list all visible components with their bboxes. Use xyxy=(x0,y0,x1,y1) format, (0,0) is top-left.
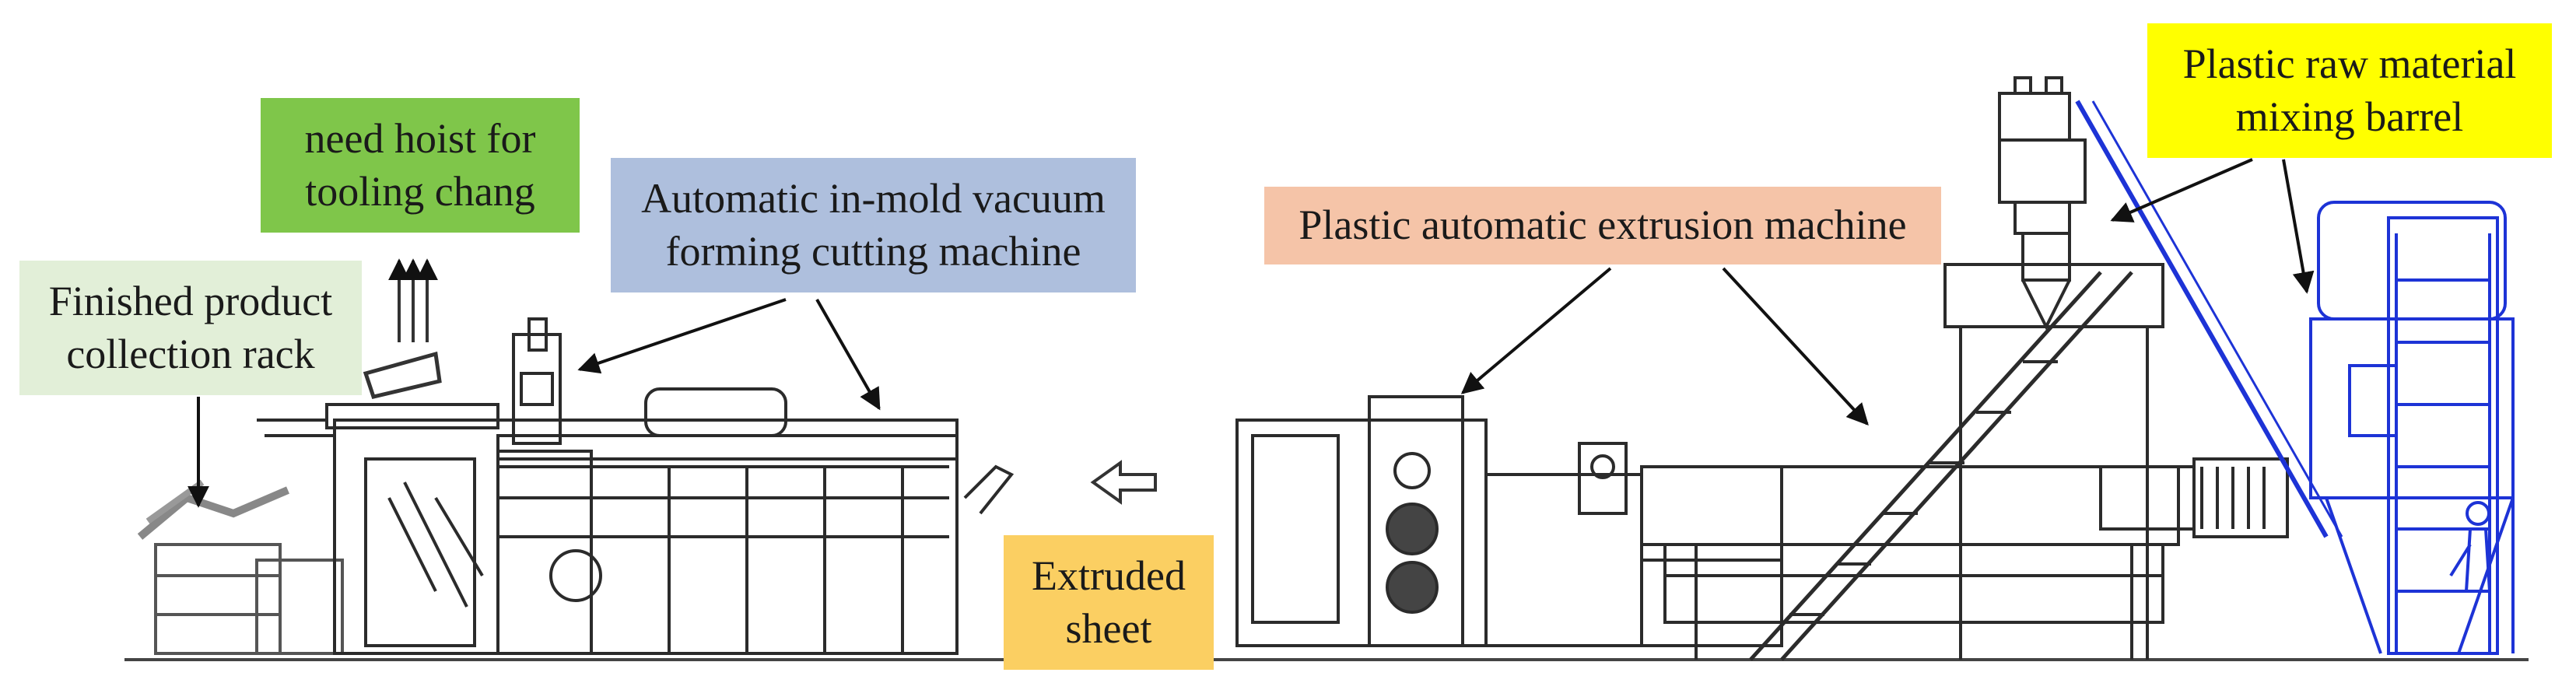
pointer-arrows xyxy=(188,158,2315,508)
vacuum-forming-label: Automatic in-mold vacuum forming cutting… xyxy=(611,158,1136,292)
mixing-barrel-label-text: Plastic raw material mixing barrel xyxy=(2182,40,2517,140)
collection-rack-label: Finished product collection rack xyxy=(19,261,362,395)
mixing-barrel-label: Plastic raw material mixing barrel xyxy=(2147,23,2552,158)
collection-rack xyxy=(137,479,344,655)
arrow-mixing-down xyxy=(2282,159,2315,294)
hoist-label: need hoist for tooling chang xyxy=(261,98,580,233)
vacuum-forming-machine xyxy=(257,317,1015,655)
extruded-sheet-label-text: Extruded sheet xyxy=(1032,552,1186,652)
vacuum-forming-label-text: Automatic in-mold vacuum forming cutting… xyxy=(641,175,1106,275)
arrow-extrusion-right xyxy=(1722,267,1869,426)
mixing-barrel xyxy=(2075,100,2515,655)
extrusion-machine xyxy=(1235,76,2289,661)
hoist-label-text: need hoist for tooling chang xyxy=(304,115,536,215)
extruded-sheet-label: Extruded sheet xyxy=(1004,535,1214,670)
arrow-vacuum-left xyxy=(577,298,787,374)
arrow-vacuum-right xyxy=(815,299,881,411)
collection-rack-label-text: Finished product collection rack xyxy=(48,278,333,377)
hoist-up-arrows xyxy=(363,258,442,399)
arrow-mixing-left xyxy=(2110,158,2253,222)
flow-direction-arrow xyxy=(1090,460,1157,505)
extrusion-machine-label: Plastic automatic extrusion machine xyxy=(1264,187,1941,264)
extrusion-machine-label-text: Plastic automatic extrusion machine xyxy=(1299,201,1907,249)
arrow-extrusion-left xyxy=(1460,267,1612,394)
